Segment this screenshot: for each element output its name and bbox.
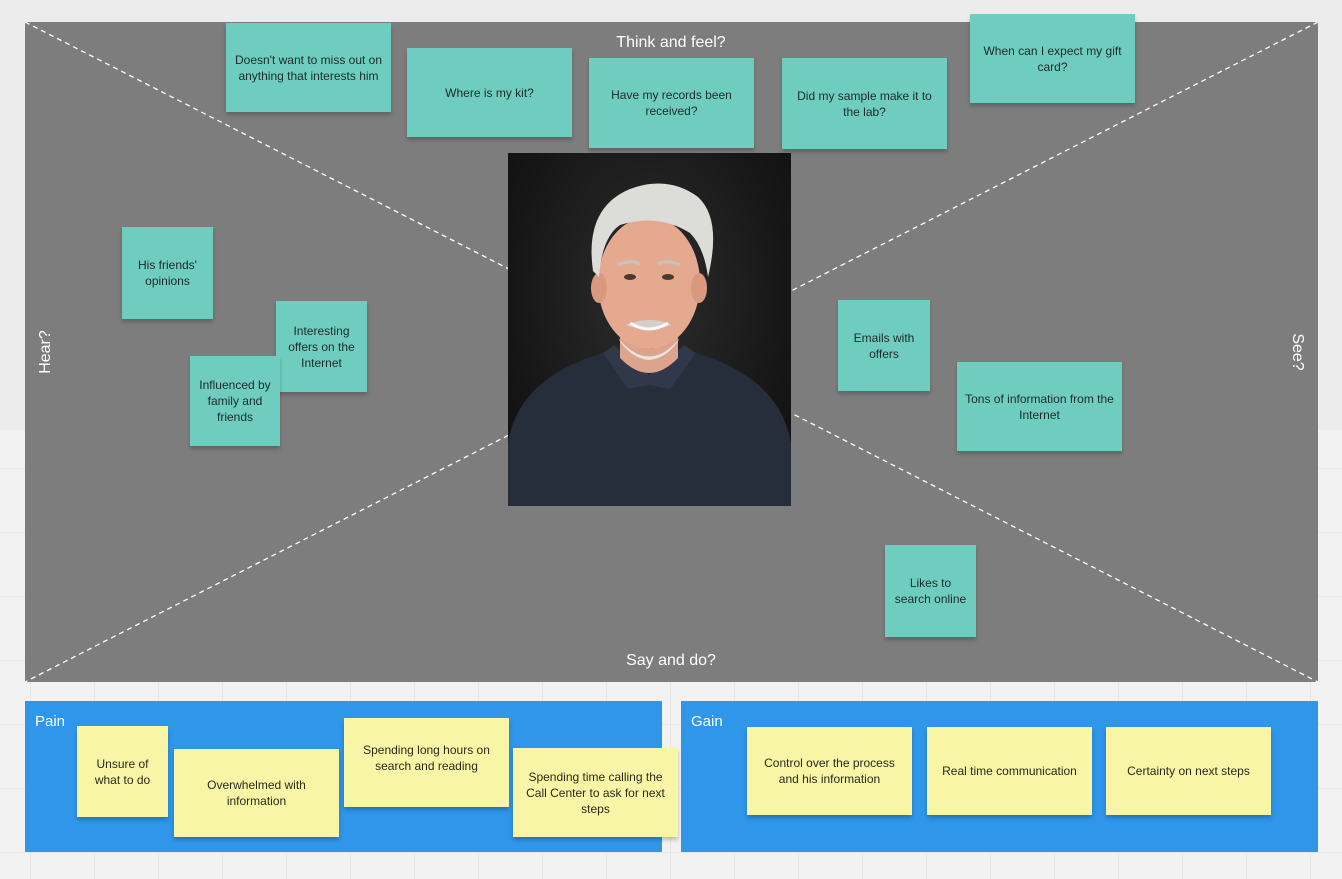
gain-title: Gain [691, 713, 723, 730]
persona-photo[interactable] [508, 153, 791, 506]
note-influenced-family[interactable]: Influenced by family and friends [190, 356, 280, 446]
quadrant-label-think-and-feel: Think and feel? [616, 34, 726, 51]
quadrant-label-say-and-do: Say and do? [626, 652, 716, 669]
gain-note-control[interactable]: Control over the process and his informa… [747, 727, 912, 815]
note-miss-out[interactable]: Doesn't want to miss out on anything tha… [226, 23, 391, 112]
note-friends-opinions[interactable]: His friends' opinions [122, 227, 213, 319]
diagonal-divider-lines [25, 22, 1318, 682]
pain-note-long-hours[interactable]: Spending long hours on search and readin… [344, 718, 509, 807]
note-records-received[interactable]: Have my records been received? [589, 58, 754, 148]
pain-note-call-center[interactable]: Spending time calling the Call Center to… [513, 748, 678, 837]
note-offers-internet[interactable]: Interesting offers on the Internet [276, 301, 367, 392]
pain-title: Pain [35, 713, 66, 730]
gain-note-real-time[interactable]: Real time communication [927, 727, 1092, 815]
note-likes-search[interactable]: Likes to search online [885, 545, 976, 637]
persona-portrait-illustration [508, 183, 791, 506]
gain-note-certainty[interactable]: Certainty on next steps [1106, 727, 1271, 815]
note-sample-lab[interactable]: Did my sample make it to the lab? [782, 58, 947, 149]
quadrant-label-see: See? [1289, 333, 1306, 371]
note-emails-offers[interactable]: Emails with offers [838, 300, 930, 391]
pain-note-unsure[interactable]: Unsure of what to do [77, 726, 168, 817]
quadrant-label-hear: Hear? [37, 330, 54, 374]
note-gift-card[interactable]: When can I expect my gift card? [970, 14, 1135, 103]
note-tons-information[interactable]: Tons of information from the Internet [957, 362, 1122, 451]
note-where-is-kit[interactable]: Where is my kit? [407, 48, 572, 137]
pain-note-overwhelmed[interactable]: Overwhelmed with information [174, 749, 339, 837]
